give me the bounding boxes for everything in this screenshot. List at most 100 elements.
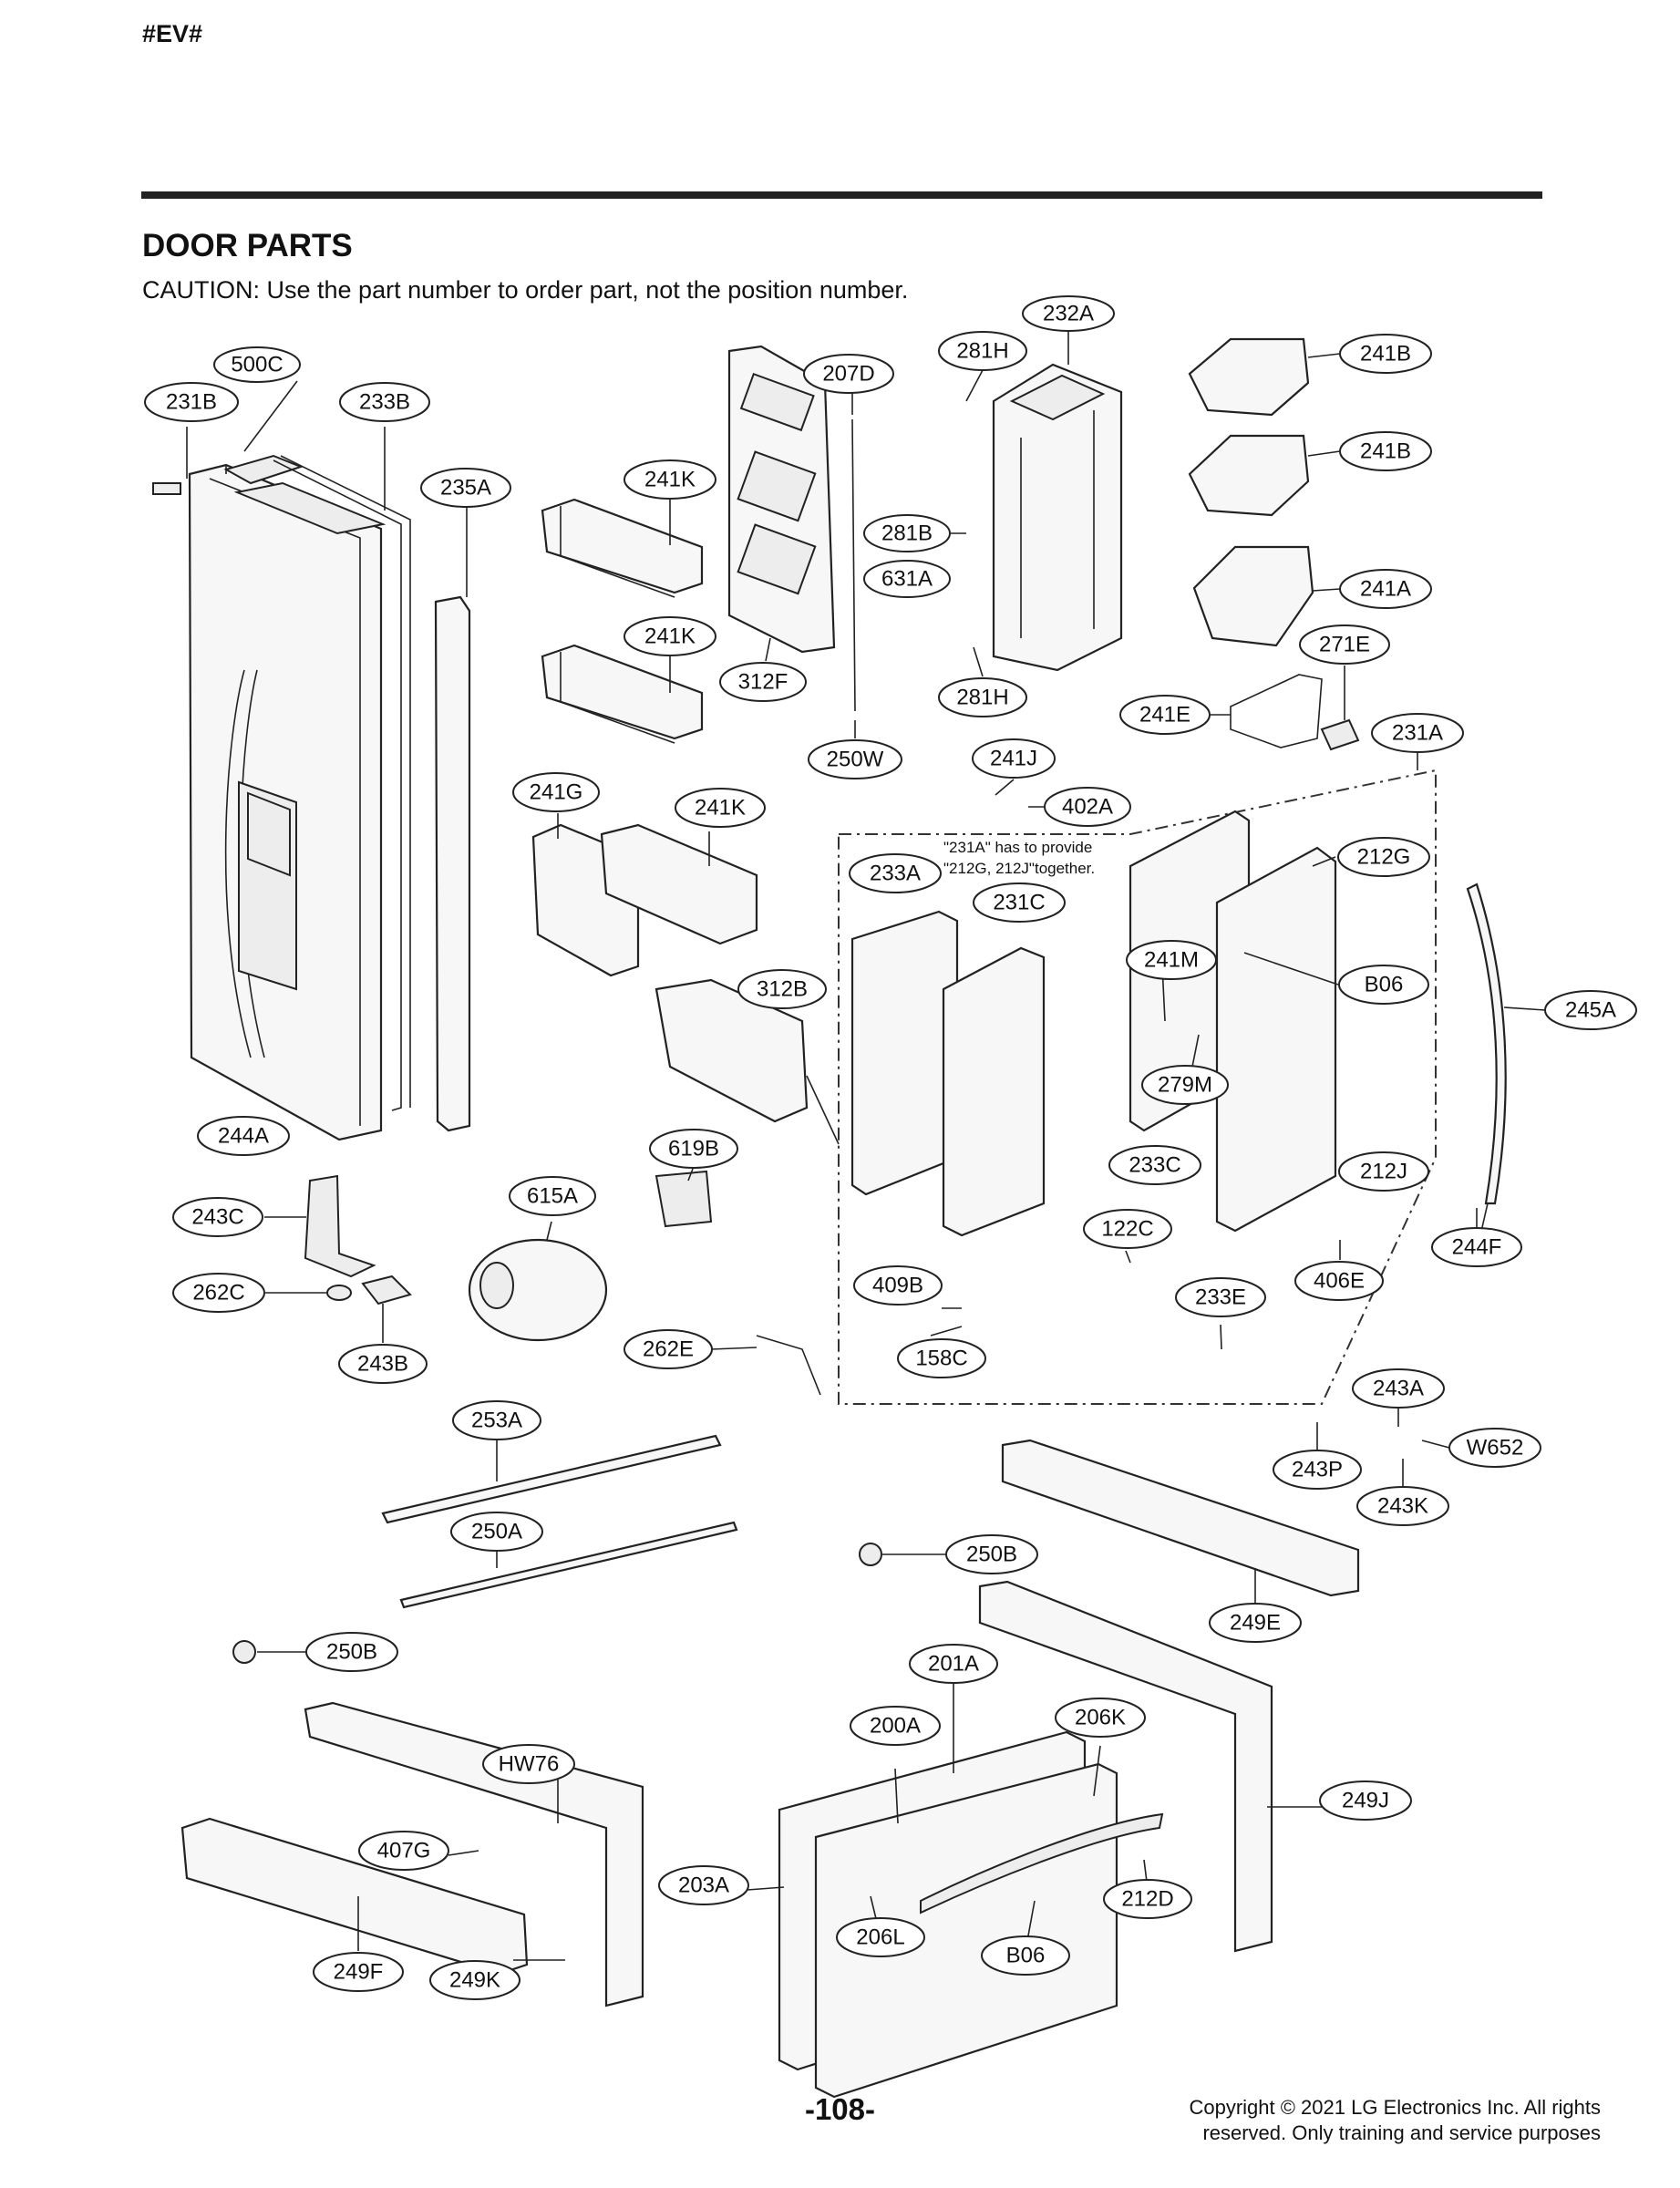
callout-206k: 206K	[1055, 1698, 1146, 1738]
callout-281h: 281H	[938, 331, 1027, 371]
svg-text:262C: 262C	[192, 1281, 244, 1306]
svg-text:250A: 250A	[471, 1520, 522, 1544]
svg-text:B06: B06	[1365, 973, 1404, 997]
svg-text:241A: 241A	[1360, 577, 1411, 602]
callout-w652: W652	[1448, 1428, 1541, 1468]
svg-text:241K: 241K	[644, 468, 696, 492]
callout-241k: 241K	[624, 459, 716, 500]
callout-241k: 241K	[624, 616, 716, 656]
callout-262e: 262E	[624, 1329, 713, 1369]
svg-text:231C: 231C	[993, 891, 1045, 915]
svg-text:232A: 232A	[1043, 302, 1094, 326]
callout-231a: 231A	[1371, 713, 1464, 753]
svg-text:212D: 212D	[1121, 1887, 1173, 1912]
svg-text:312F: 312F	[738, 670, 788, 695]
callout-212d: 212D	[1103, 1879, 1192, 1919]
callout-hw76: HW76	[482, 1744, 575, 1784]
callout-206l: 206L	[836, 1917, 925, 1957]
svg-text:250W: 250W	[827, 748, 884, 772]
svg-text:249E: 249E	[1230, 1611, 1281, 1636]
callout-245a: 245A	[1544, 990, 1637, 1030]
door-bin-drawings	[531, 498, 809, 1123]
callout-631a: 631A	[863, 560, 951, 598]
svg-text:233C: 233C	[1129, 1153, 1180, 1178]
svg-text:212G: 212G	[1357, 845, 1411, 870]
page-number: -108-	[804, 2092, 876, 2126]
callout-250a: 250A	[450, 1512, 543, 1552]
callout-615a: 615A	[509, 1176, 596, 1216]
callout-b06: B06	[981, 1935, 1070, 1976]
home-bar-drawings	[850, 810, 1337, 1237]
gear-drawing	[859, 1543, 882, 1566]
callout-243p: 243P	[1273, 1450, 1362, 1490]
svg-text:500C: 500C	[231, 353, 283, 377]
svg-text:207D: 207D	[822, 362, 874, 387]
svg-text:200A: 200A	[870, 1714, 921, 1739]
callout-281b: 281B	[863, 514, 951, 552]
svg-text:231B: 231B	[166, 390, 217, 415]
svg-text:243C: 243C	[191, 1205, 243, 1230]
svg-text:241K: 241K	[695, 796, 746, 820]
svg-text:241B: 241B	[1360, 342, 1411, 366]
callout-249f: 249F	[313, 1952, 404, 1992]
svg-text:281B: 281B	[881, 521, 933, 546]
callout-233b: 233B	[339, 382, 430, 422]
note-line-1: "231A" has to provide	[943, 839, 1092, 856]
svg-text:W652: W652	[1467, 1436, 1524, 1460]
document-tag: #EV#	[142, 20, 203, 47]
svg-text:253A: 253A	[471, 1409, 522, 1433]
callout-249k: 249K	[429, 1960, 520, 2000]
callout-243k: 243K	[1356, 1486, 1449, 1526]
svg-text:243K: 243K	[1377, 1494, 1428, 1519]
callout-241j: 241J	[972, 738, 1056, 779]
svg-text:249J: 249J	[1342, 1789, 1389, 1813]
callout-235a: 235A	[420, 468, 511, 508]
caution-text: CAUTION: Use the part number to order pa…	[142, 276, 909, 304]
callout-244a: 244A	[197, 1116, 290, 1156]
page-title: DOOR PARTS	[142, 228, 353, 263]
svg-text:B06: B06	[1006, 1944, 1046, 1968]
callout-250b: 250B	[945, 1534, 1038, 1574]
callout-250b: 250B	[305, 1632, 398, 1672]
svg-text:245A: 245A	[1565, 998, 1616, 1023]
svg-text:122C: 122C	[1101, 1217, 1153, 1242]
svg-text:231A: 231A	[1392, 721, 1443, 746]
callout-312f: 312F	[719, 662, 807, 702]
svg-text:250B: 250B	[966, 1543, 1017, 1567]
callout-402a: 402A	[1044, 787, 1131, 827]
callout-122c: 122C	[1083, 1209, 1172, 1249]
svg-text:244A: 244A	[218, 1124, 269, 1149]
assembly-note: "231A" has to provide "212G, 212J"togeth…	[943, 839, 1095, 877]
svg-text:206K: 206K	[1075, 1706, 1126, 1730]
svg-text:312B: 312B	[757, 977, 808, 1002]
callout-243b: 243B	[338, 1344, 428, 1384]
callout-279m: 279M	[1141, 1065, 1229, 1105]
callout-281h: 281H	[938, 677, 1027, 717]
svg-text:409B: 409B	[872, 1274, 923, 1298]
callout-243a: 243A	[1352, 1368, 1445, 1409]
svg-text:281H: 281H	[956, 686, 1008, 710]
small-part-drawings	[304, 1174, 412, 1306]
callout-241b: 241B	[1339, 431, 1432, 471]
water-valve-drawing	[468, 1170, 821, 1396]
svg-text:262E: 262E	[643, 1337, 694, 1362]
svg-text:619B: 619B	[668, 1137, 719, 1161]
callout-203a: 203A	[658, 1865, 749, 1905]
svg-text:233E: 233E	[1195, 1285, 1246, 1310]
svg-text:201A: 201A	[928, 1652, 979, 1677]
callout-271e: 271E	[1299, 624, 1390, 665]
callout-b06: B06	[1338, 965, 1429, 1005]
svg-text:HW76: HW76	[499, 1752, 560, 1777]
svg-text:241K: 241K	[644, 624, 696, 649]
door-handle-drawing	[1466, 882, 1507, 1205]
home-bar-assembly-outline	[838, 769, 1437, 1405]
callout-249e: 249E	[1209, 1603, 1302, 1643]
callout-500c: 500C	[213, 346, 301, 383]
callout-250w: 250W	[808, 739, 902, 779]
right-bin-drawings	[1188, 337, 1360, 751]
callout-409b: 409B	[853, 1265, 943, 1306]
left-door-drawing	[152, 454, 387, 1141]
callout-241a: 241A	[1339, 569, 1432, 609]
callout-232a: 232A	[1022, 295, 1115, 332]
